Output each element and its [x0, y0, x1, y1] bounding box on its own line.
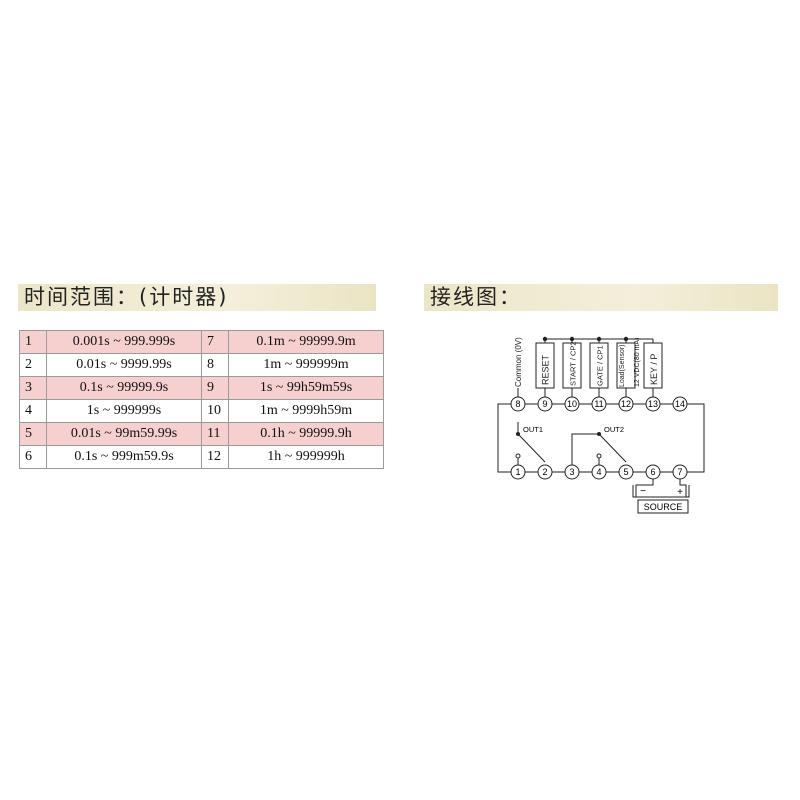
reset-label: RESET [541, 354, 551, 385]
range-value: 0.001s ~ 999.999s [46, 330, 202, 354]
power-source: SOURCE − + [632, 479, 690, 514]
range-number: 9 [201, 376, 229, 400]
common-label: Common (0V) [514, 337, 523, 387]
plus-icon: + [677, 487, 683, 498]
range-number: 7 [201, 330, 229, 354]
terminal-2: 2 [542, 467, 547, 477]
time-range-title: 时间范围：(计时器) [24, 285, 229, 309]
range-value: 0.1s ~ 999m59.9s [46, 445, 202, 469]
range-number: 1 [19, 330, 47, 354]
terminal-14: 14 [675, 399, 685, 409]
terminal-12: 12 [621, 399, 631, 409]
gate-cp1-label: GATE / CP1 [596, 345, 605, 386]
terminal-3: 3 [569, 467, 574, 477]
range-number: 3 [19, 376, 47, 400]
terminal-13: 13 [648, 399, 658, 409]
key-p-label: KEY / P [649, 354, 659, 385]
range-number: 2 [19, 353, 47, 377]
wiring-diagram: Common (0V) RESET START / CP2 GATE / CP1… [497, 336, 705, 514]
range-value: 0.01s ~ 9999.99s [46, 353, 202, 377]
table-row: 2 0.01s ~ 9999.99s 8 1m ~ 999999m [19, 353, 384, 377]
range-number: 5 [19, 422, 47, 446]
table-row: 5 0.01s ~ 99m59.99s 11 0.1h ~ 99999.9h [19, 422, 384, 446]
time-range-heading: 时间范围：(计时器) [18, 284, 376, 311]
range-value: 1h ~ 999999h [228, 445, 384, 469]
terminal-11: 11 [594, 399, 603, 409]
wiring-heading: 接线图： [424, 284, 778, 311]
range-value: 1m ~ 999999m [228, 353, 384, 377]
bottom-terminal-row: 1 2 3 4 5 6 7 [510, 464, 688, 480]
range-number: 8 [201, 353, 229, 377]
range-value: 0.1s ~ 99999.9s [46, 376, 202, 400]
range-number: 6 [19, 445, 47, 469]
table-row: 4 1s ~ 999999s 10 1m ~ 9999h59m [19, 399, 384, 423]
range-value: 1s ~ 999999s [46, 399, 202, 423]
load-sensor-label: Load(Sensor) [619, 345, 626, 387]
range-value: 1m ~ 9999h59m [228, 399, 384, 423]
out2-relay-contact: OUT2 [571, 425, 627, 465]
terminal-4: 4 [596, 467, 601, 477]
source-label: SOURCE [644, 502, 683, 512]
range-number: 11 [201, 422, 229, 446]
range-number: 10 [201, 399, 229, 423]
range-number: 4 [19, 399, 47, 423]
terminal-7: 7 [677, 467, 682, 477]
time-range-table: 1 0.001s ~ 999.999s 7 0.1m ~ 99999.9m 2 … [19, 330, 384, 469]
range-value: 0.1h ~ 99999.9h [228, 422, 384, 446]
range-value: 0.1m ~ 99999.9m [228, 330, 384, 354]
table-row: 1 0.001s ~ 999.999s 7 0.1m ~ 99999.9m [19, 330, 384, 354]
range-number: 12 [201, 445, 229, 469]
table-row: 6 0.1s ~ 999m59.9s 12 1h ~ 999999h [19, 445, 384, 469]
supply-label: 12 VDC(80 mA) [634, 338, 641, 387]
terminal-9: 9 [542, 399, 547, 409]
terminal-1: 1 [515, 467, 520, 477]
range-value: 0.01s ~ 99m59.99s [46, 422, 202, 446]
wiring-title: 接线图： [430, 285, 522, 309]
top-terminal-row: 8 9 10 11 12 13 14 [510, 396, 688, 412]
source-box [637, 499, 689, 514]
start-cp2-label: START / CP2 [569, 341, 578, 386]
out2-label: OUT2 [604, 425, 624, 434]
terminal-6: 6 [650, 467, 655, 477]
minus-icon: − [640, 486, 646, 497]
out1-label: OUT1 [523, 425, 543, 434]
range-value: 1s ~ 99h59m59s [228, 376, 384, 400]
table-row: 3 0.1s ~ 99999.9s 9 1s ~ 99h59m59s [19, 376, 384, 400]
out1-relay-contact: OUT1 [515, 422, 546, 465]
terminal-5: 5 [623, 467, 628, 477]
terminal-10: 10 [567, 399, 577, 409]
terminal-block-outline [497, 403, 511, 473]
terminal-8: 8 [515, 399, 520, 409]
